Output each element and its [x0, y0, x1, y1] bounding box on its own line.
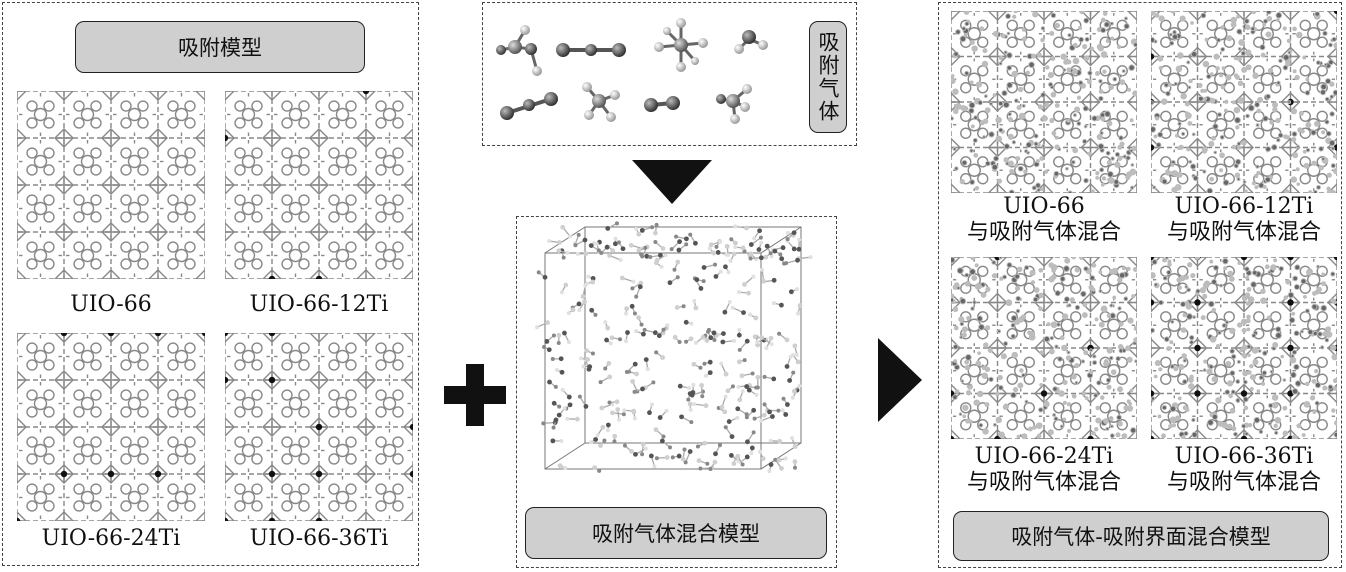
uio66-24ti-mixed-lattice: [951, 257, 1137, 439]
uio66-36ti-mixed-label-2: 与吸附气体混合: [1166, 470, 1321, 495]
o2-molecule: [500, 92, 558, 120]
uio66-24ti-mixed-label-2: 与吸附气体混合: [966, 470, 1121, 495]
uio66-36ti-label: UIO-66-36Ti: [249, 526, 389, 551]
uio66-36ti-mixed-label-1: UIO-66-36Ti: [1174, 444, 1314, 469]
water-molecule: [734, 30, 768, 54]
uio66-mixed-label-1: UIO-66: [1003, 194, 1085, 219]
uio66-mixed-label-2: 与吸附气体混合: [966, 220, 1121, 245]
uio66-12ti-label: UIO-66-12Ti: [249, 292, 389, 317]
formic-molecule: [496, 25, 542, 76]
uio66-24ti-label: UIO-66-24Ti: [41, 526, 181, 551]
adsorption-model-title: 吸附模型: [75, 21, 365, 73]
interface-mixture-title: 吸附气体-吸附界面混合模型: [953, 511, 1329, 561]
gas-molecules: [496, 18, 768, 124]
interface-mixture-panel: UIO-66 与吸附气体混合 UIO-66-12Ti 与吸附气体混合 UIO-6…: [938, 2, 1342, 568]
uio66-label: UIO-66: [70, 292, 152, 317]
arrow-right-icon: [878, 338, 922, 422]
methane-molecule-2: [716, 84, 752, 124]
methane-molecule: [582, 82, 620, 122]
adsorption-gas-panel: 吸附气体: [482, 2, 857, 146]
uio66-36ti-mixed-lattice: [1151, 257, 1337, 439]
arrow-down-icon: [632, 160, 712, 204]
co-molecule: [644, 96, 680, 112]
uio66-36ti-lattice: [225, 333, 413, 521]
uio66-24ti-lattice: [17, 333, 205, 521]
gas-mixture-box: [535, 221, 813, 474]
uio66-12ti-mixed-lattice: [1151, 11, 1337, 193]
sf6-molecule: [654, 18, 708, 72]
uio66-12ti-mixed-label-2: 与吸附气体混合: [1166, 220, 1321, 245]
uio66-12ti-lattice: [225, 91, 413, 279]
adsorption-gas-title: 吸附气体: [809, 21, 847, 133]
uio66-mixed-lattice: [951, 11, 1137, 193]
co2-molecule: [556, 43, 626, 57]
uio66-12ti-mixed-label-1: UIO-66-12Ti: [1174, 194, 1314, 219]
gas-mixture-panel: 吸附气体混合模型: [516, 216, 837, 568]
uio66-lattice: [17, 91, 205, 279]
uio66-24ti-mixed-label-1: UIO-66-24Ti: [974, 444, 1114, 469]
adsorption-model-panel: 吸附模型 UIO-66 UIO-66-12Ti UIO-66-24Ti UIO-…: [2, 2, 419, 566]
plus-icon: [444, 364, 506, 426]
gas-mixture-title: 吸附气体混合模型: [525, 507, 827, 559]
